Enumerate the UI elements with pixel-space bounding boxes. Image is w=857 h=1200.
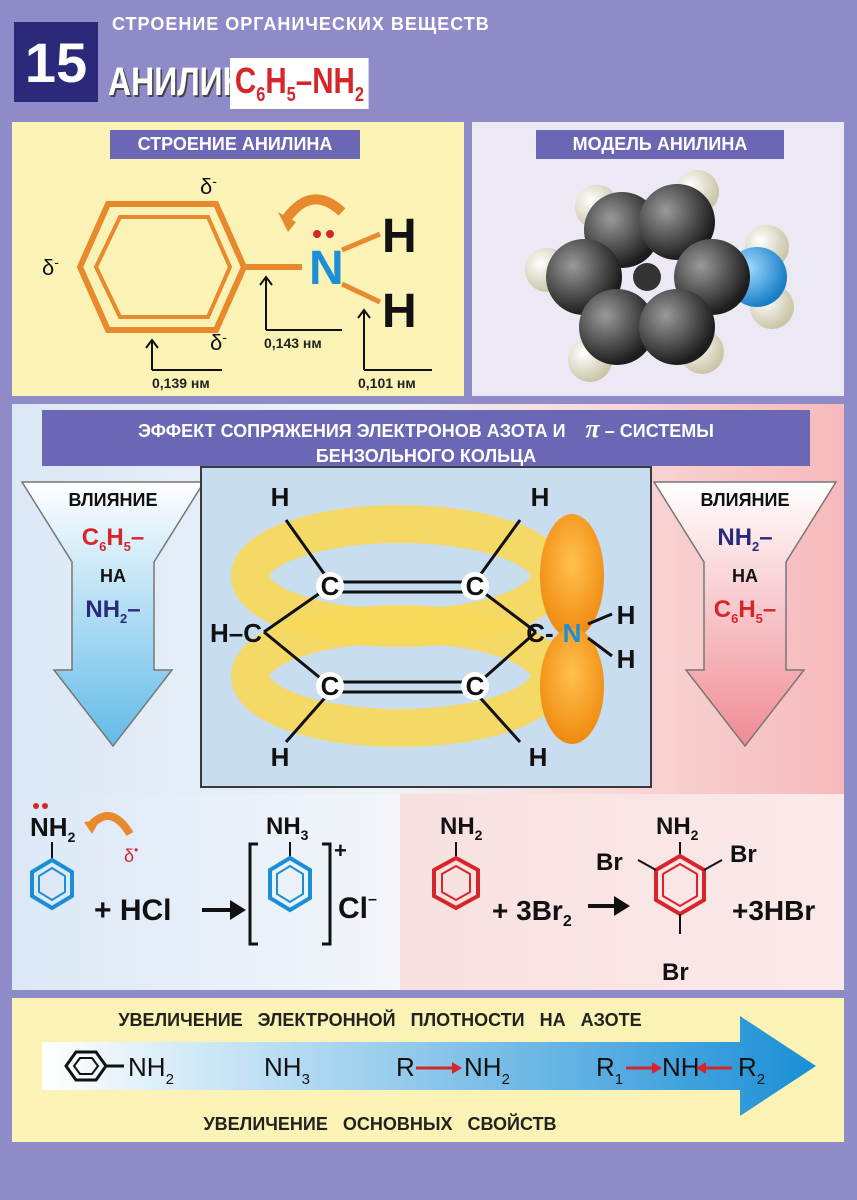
svg-text:NH2: NH2 xyxy=(440,813,483,843)
benzene-inner-ring xyxy=(93,215,233,319)
svg-text:NH2: NH2 xyxy=(128,1052,174,1088)
svg-text:δ•: δ• xyxy=(124,843,138,866)
electron-shift-arrowhead xyxy=(278,212,296,232)
n-atom: N xyxy=(563,618,582,648)
basicity-caption: УВЕЛИЧЕНИЕ ОСНОВНЫХ СВОЙСТВ xyxy=(203,1114,557,1134)
left-arrow-word2: НА xyxy=(100,566,126,586)
nh-bond-pointer xyxy=(357,308,371,370)
cn-bond-pointer xyxy=(259,275,273,330)
svg-text:NH3: NH3 xyxy=(264,1052,310,1088)
delta-top: δ- xyxy=(200,173,217,199)
left-arrow-word1: ВЛИЯНИЕ xyxy=(68,490,158,510)
svg-text:NH2: NH2 xyxy=(656,813,699,843)
n-h-bond-2 xyxy=(340,281,382,305)
hydrogen-atom-1: H xyxy=(382,210,417,263)
cc-bond-length: 0,139 нм xyxy=(152,375,210,391)
pi-orbital-diagram: C C C C H–C C- H H H H N H H xyxy=(200,466,652,788)
svg-text:C: C xyxy=(466,571,485,601)
svg-text:Cl–: Cl– xyxy=(338,891,377,925)
svg-text:NH3: NH3 xyxy=(266,813,309,843)
svg-text:H: H xyxy=(529,742,548,772)
cn-bond-length: 0,143 нм xyxy=(264,335,322,351)
cc-bond-pointer xyxy=(145,338,159,370)
n-h-bond-1 xyxy=(341,231,381,253)
lone-pair-dot-1 xyxy=(313,230,321,238)
svg-text:H: H xyxy=(271,742,290,772)
svg-text:+: + xyxy=(334,838,347,863)
hydrogen-atom-2: H xyxy=(382,285,417,338)
influence-arrow-left xyxy=(20,481,206,748)
structure-label: СТРОЕНИЕ АНИЛИНА xyxy=(110,130,360,159)
svg-text:H: H xyxy=(617,644,636,674)
model-label: МОДЕЛЬ АНИЛИНА xyxy=(536,130,784,159)
svg-text:R2: R2 xyxy=(738,1052,765,1088)
svg-text:C: C xyxy=(321,571,340,601)
svg-text:Br: Br xyxy=(730,841,757,868)
svg-text:NH2: NH2 xyxy=(30,812,76,845)
delta-bottom: δ- xyxy=(210,329,227,355)
aniline-3d-model xyxy=(525,170,794,382)
right-arrow-word2: НА xyxy=(732,566,758,586)
influence-arrow-right xyxy=(652,481,838,748)
density-caption: УВЕЛИЧЕНИЕ ЭЛЕКТРОННОЙ ПЛОТНОСТИ НА АЗОТ… xyxy=(118,1010,642,1030)
hc-left: H–C xyxy=(210,618,262,648)
page-title: АНИЛИН xyxy=(108,60,246,104)
benzene-ring xyxy=(76,201,248,333)
reaction-hcl: NH2 δ• + HCl NH3 + Cl– xyxy=(30,803,377,946)
section-subtitle: СТРОЕНИЕ ОРГАНИЧЕСКИХ ВЕЩЕСТВ xyxy=(112,14,490,34)
svg-text:+ HCl: + HCl xyxy=(94,894,172,927)
svg-text:H: H xyxy=(531,482,550,512)
nitrogen-atom: N xyxy=(309,242,344,295)
right-arrow-group1: NH2– xyxy=(717,524,773,554)
aniline-structure-diagram: N H H δ- δ- δ- 0,139 нм 0,143 нм 0,101 н… xyxy=(42,173,432,391)
svg-text:NH: NH xyxy=(662,1052,700,1082)
right-arrow-word1: ВЛИЯНИЕ xyxy=(700,490,790,510)
reaction-bromination: NH2 + 3Br2 NH2 Br Br Br +3HBr xyxy=(432,813,815,986)
svg-text:H: H xyxy=(617,600,636,630)
svg-text:R: R xyxy=(396,1052,415,1082)
svg-text:NH2: NH2 xyxy=(464,1052,510,1088)
svg-text:+3HBr: +3HBr xyxy=(732,895,815,926)
c-right: C- xyxy=(526,618,553,648)
topic-number: 15 xyxy=(14,22,98,102)
n-p-orbital-lower xyxy=(540,628,604,744)
delta-left: δ- xyxy=(42,254,59,280)
electron-shift-arrow xyxy=(282,194,346,222)
conjugation-title: ЭФФЕКТ СОПРЯЖЕНИЯ ЭЛЕКТРОНОВ АЗОТА И π –… xyxy=(42,410,810,466)
nh-bond-length: 0,101 нм xyxy=(358,375,416,391)
svg-text:Br: Br xyxy=(662,959,689,986)
right-arrow-group2: C6H5– xyxy=(713,596,777,626)
reactions-panel-right xyxy=(400,794,844,990)
lone-pair-dot-2 xyxy=(326,230,334,238)
svg-text:Br: Br xyxy=(596,849,623,876)
left-arrow-group1: C6H5– xyxy=(81,524,145,554)
left-arrow-group2: NH2– xyxy=(85,596,141,626)
title-formula: C6H5–NH2 xyxy=(230,58,369,110)
basicity-arrow: NH2 NH3 R NH2 R1 NH R2 xyxy=(42,1016,816,1116)
svg-text:+ 3Br2: + 3Br2 xyxy=(492,895,572,930)
svg-text:C: C xyxy=(321,671,340,701)
svg-text:R1: R1 xyxy=(596,1052,623,1088)
reactions-panel-left xyxy=(12,794,400,990)
n-p-orbital-upper xyxy=(540,514,604,638)
svg-text:C: C xyxy=(466,671,485,701)
svg-text:H: H xyxy=(271,482,290,512)
